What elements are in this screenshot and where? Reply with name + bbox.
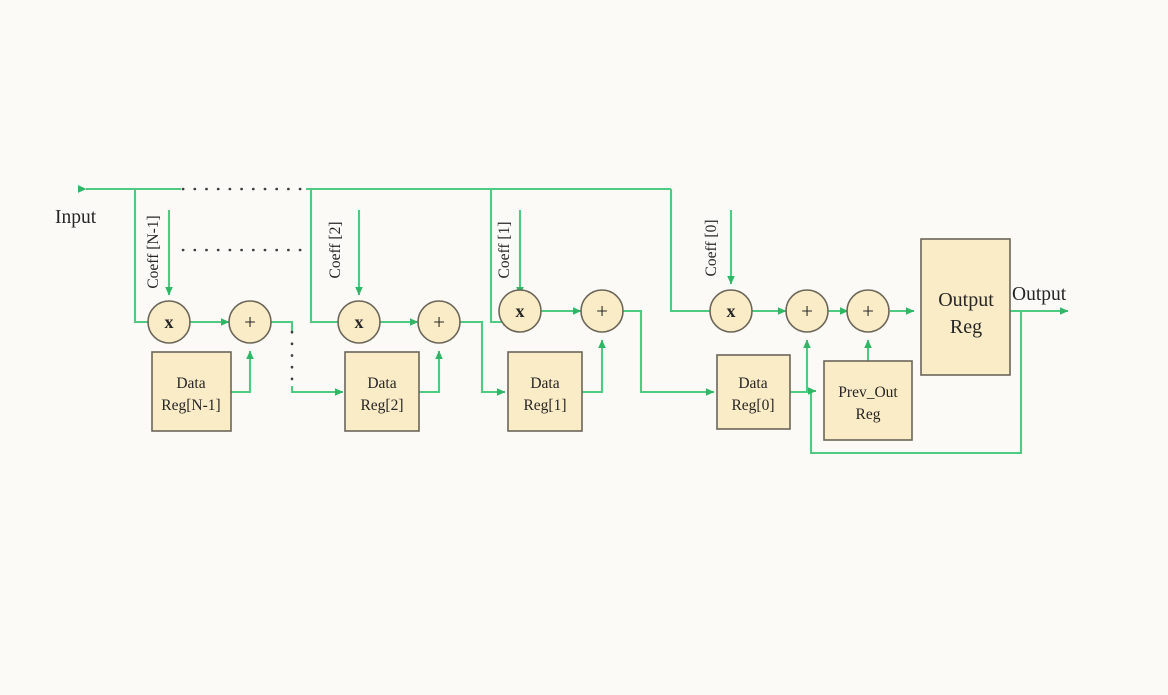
adder-0[interactable] — [785, 289, 829, 333]
adder-n-1[interactable] — [228, 300, 272, 344]
adder-1-label: + — [596, 299, 608, 323]
data-reg-n-1-line2: Reg[N-1] — [161, 397, 220, 414]
output-label: Output — [1012, 284, 1067, 305]
data-reg-2-line1: Data — [367, 375, 396, 392]
data-reg-1[interactable] — [507, 351, 583, 432]
adder-1[interactable] — [580, 289, 624, 333]
wire-adder-1-to-datareg-0 — [623, 309, 715, 396]
data-reg-0-line2: Reg[0] — [731, 397, 774, 414]
adder-2[interactable] — [417, 300, 461, 344]
wire-output-feedback — [807, 311, 1023, 455]
output-reg-line1: Output — [938, 289, 994, 311]
multiplier-n-1[interactable] — [147, 300, 191, 344]
input-label: Input — [55, 207, 97, 228]
multiplier-2-label: x — [355, 312, 364, 332]
wire-adder-n1-out-b — [290, 386, 344, 396]
adder-n-1-label: + — [244, 310, 256, 334]
wire-datareg-n1-to-adder — [231, 350, 254, 394]
coeff-n-1-label: Coeff [N-1] — [145, 215, 162, 288]
output-reg[interactable] — [920, 238, 1011, 376]
data-reg-1-line2: Reg[1] — [523, 397, 566, 414]
label-layer: Input Output Coeff [N-1] Coeff [2] Coeff… — [55, 207, 1067, 305]
coeff-0-label: Coeff [0] — [703, 220, 720, 277]
multiplier-0[interactable] — [709, 289, 753, 333]
adder-accumulate-label: + — [862, 299, 874, 323]
data-reg-1-line1: Data — [530, 375, 559, 392]
data-reg-0-line1: Data — [738, 375, 767, 392]
prev-out-reg[interactable] — [823, 360, 913, 441]
multiplier-n-1-label: x — [165, 312, 174, 332]
prev-out-reg-line2: Reg — [856, 406, 881, 423]
wire-input-to-mult-2 — [309, 189, 351, 326]
multiplier-1-label: x — [516, 301, 525, 321]
coeff-2-label: Coeff [2] — [327, 222, 344, 279]
data-reg-n-1[interactable] — [151, 351, 232, 432]
multiplier-0-label: x — [727, 301, 736, 321]
adder-0-label: + — [801, 299, 813, 323]
wire-datareg-2-to-adder — [419, 350, 443, 394]
prev-out-reg-line1: Prev_Out — [838, 384, 898, 401]
multiplier-2[interactable] — [337, 300, 381, 344]
wire-input-to-mult-0 — [669, 189, 723, 315]
wire-adder-2-to-datareg-1 — [460, 320, 506, 396]
wire-layer — [78, 185, 1069, 455]
multiplier-1[interactable] — [498, 289, 542, 333]
wire-datareg-1-to-adder — [582, 339, 606, 394]
data-reg-n-1-line1: Data — [176, 375, 205, 392]
block-layer: x x x x + + + + + Data Reg[N-1] Data — [147, 238, 1011, 441]
wire-datareg-0-to-adder — [790, 339, 811, 394]
data-reg-2-line2: Reg[2] — [360, 397, 403, 414]
data-reg-2[interactable] — [344, 351, 420, 432]
adder-accumulate[interactable] — [846, 289, 890, 333]
coeff-1-label: Coeff [1] — [496, 222, 513, 279]
output-reg-line2: Reg — [950, 316, 982, 338]
data-reg-0[interactable] — [716, 354, 791, 430]
adder-2-label: + — [433, 310, 445, 334]
wire-adder-n1-out-a — [271, 320, 294, 332]
